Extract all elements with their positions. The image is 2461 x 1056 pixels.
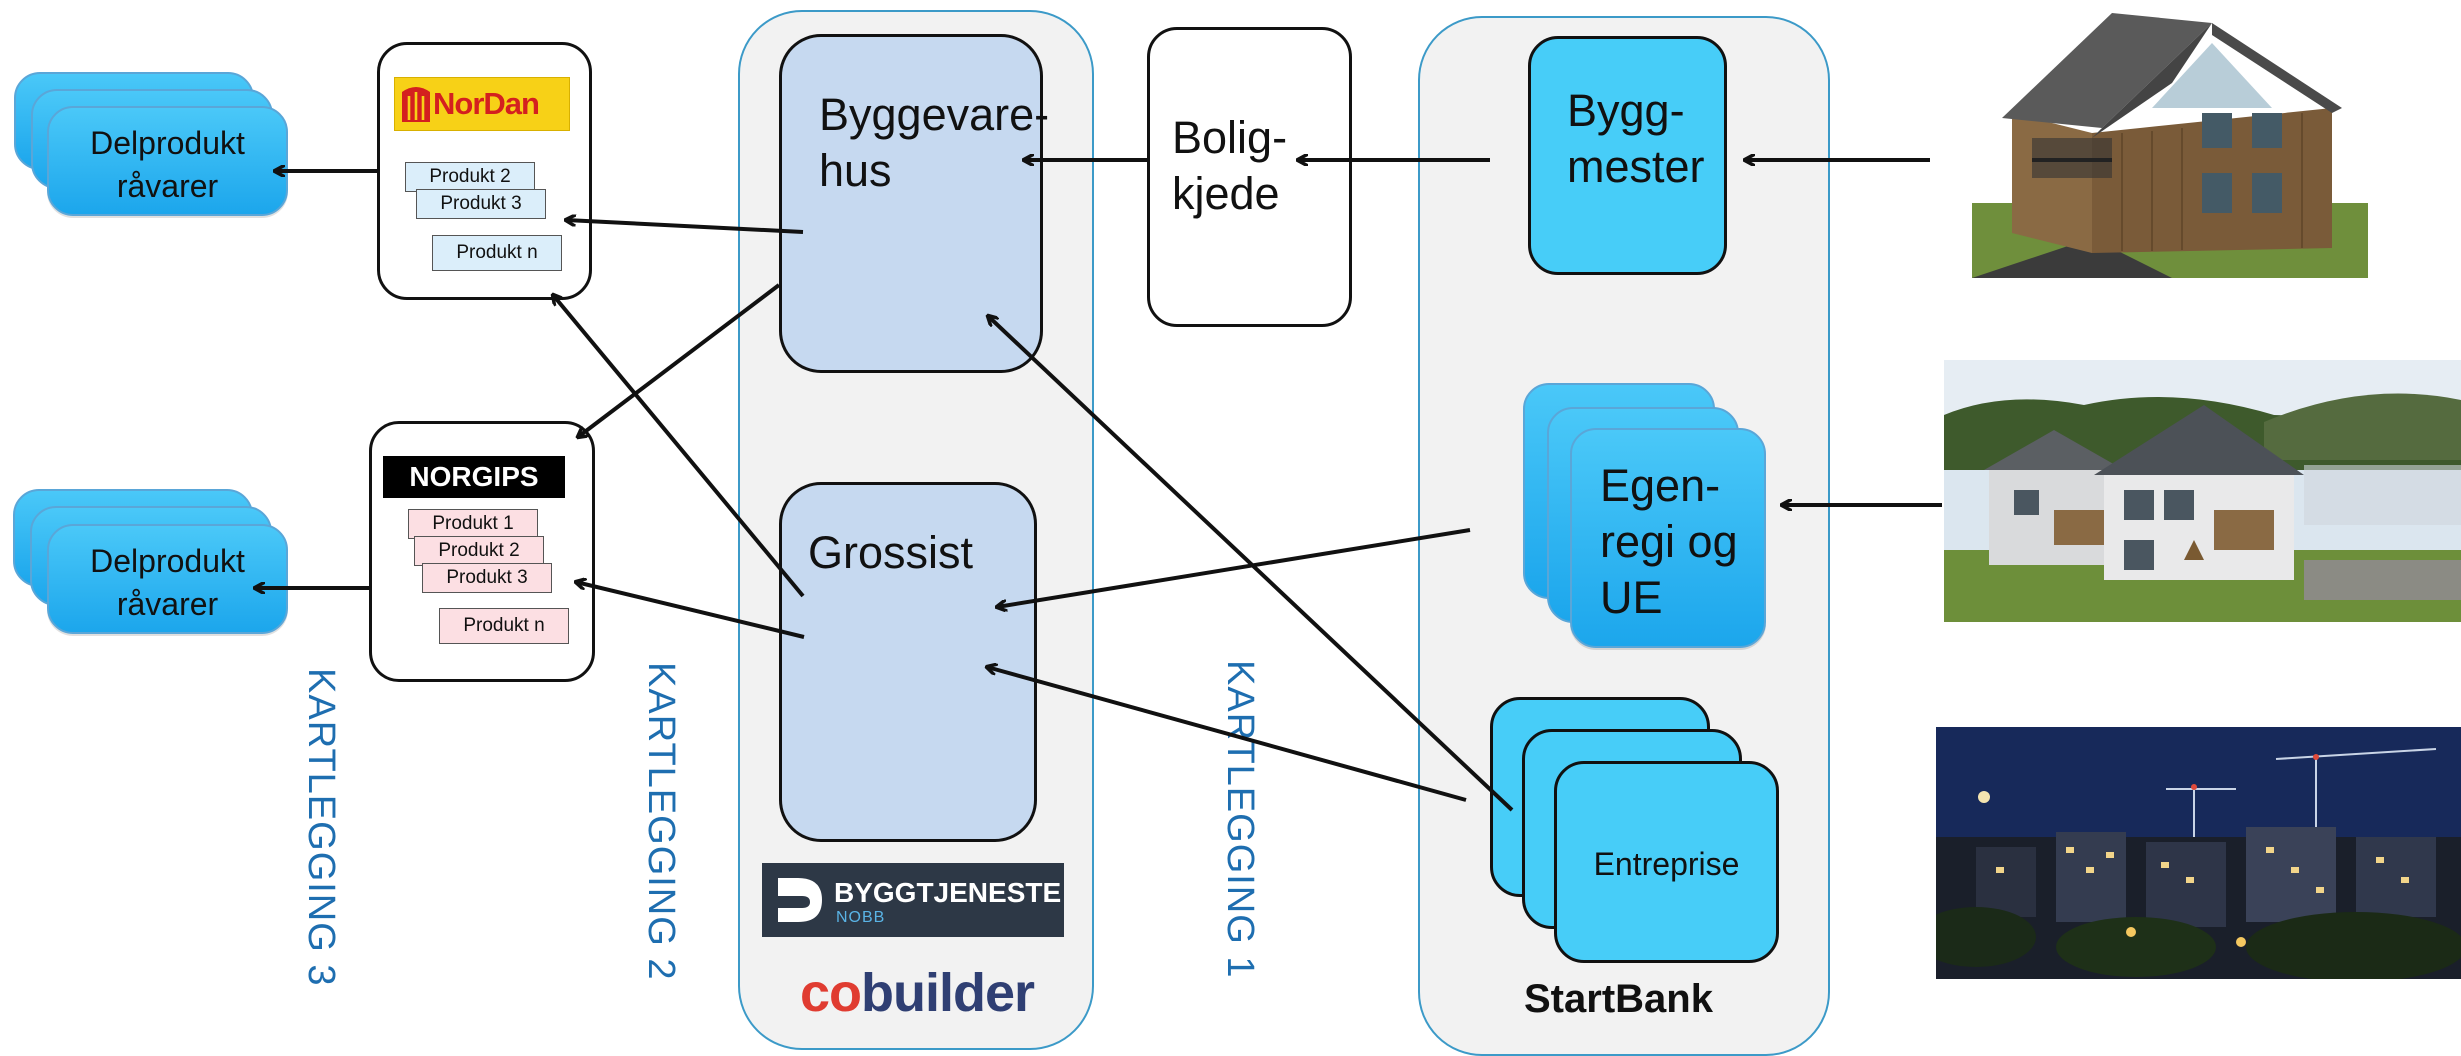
delprodukt-bottom-card-front: Delprodukt råvarer bbox=[47, 524, 288, 634]
egenregi-card-front: Egen- regi og UE bbox=[1570, 428, 1766, 648]
byggevarehus-label-line2: hus bbox=[819, 144, 892, 196]
byggtjeneste-mark-icon bbox=[778, 878, 822, 922]
house-render-photo bbox=[1972, 13, 2368, 278]
egenregi-label-line2: regi og bbox=[1600, 515, 1738, 567]
cobuilder-logo-co: co bbox=[800, 963, 862, 1023]
night-city-icon bbox=[1936, 727, 2461, 979]
row-houses-photo bbox=[1944, 360, 2461, 622]
byggtjeneste-logo: BYGGTJENESTE NOBB bbox=[762, 863, 1064, 937]
startbank-title: StartBank bbox=[1524, 977, 1713, 1021]
egenregi-label-line3: UE bbox=[1600, 571, 1663, 623]
norgips-product-3: Produkt 3 bbox=[422, 563, 552, 593]
night-construction-photo bbox=[1936, 727, 2461, 979]
byggtjeneste-text: BYGGTJENESTE bbox=[834, 877, 1062, 908]
kartlegging-1-label: KARTLEGGING 1 bbox=[1219, 660, 1261, 979]
egenregi-label-line1: Egen- bbox=[1600, 460, 1721, 511]
nordan-product-3: Produkt 3 bbox=[416, 189, 546, 219]
delprodukt-bottom-line1: Delprodukt bbox=[90, 543, 245, 579]
nordan-logo: NorDan bbox=[394, 77, 570, 131]
byggevarehus-box: Byggevare- hus bbox=[779, 34, 1049, 373]
boligkjede-label-line2: kjede bbox=[1172, 167, 1280, 219]
delprodukt-bottom-line2: råvarer bbox=[116, 586, 219, 623]
nordan-box: NorDan Produkt 2 Produkt 3 Produkt n bbox=[377, 42, 592, 300]
delprodukt-top-card-front: Delprodukt råvarer bbox=[47, 106, 288, 216]
norgips-product-1: Produkt 1 bbox=[408, 509, 538, 539]
norgips-box: NORGIPS Produkt 1 Produkt 2 Produkt 3 Pr… bbox=[369, 421, 595, 682]
nordan-window-icon bbox=[402, 87, 430, 122]
byggevarehus-label-line1: Byggevare- bbox=[819, 89, 1050, 140]
boligkjede-label-line1: Bolig- bbox=[1172, 112, 1288, 163]
delprodukt-top-label: Delprodukt råvarer bbox=[49, 122, 286, 208]
timber-house-icon bbox=[1972, 13, 2368, 278]
nordan-product-n: Produkt n bbox=[432, 235, 562, 271]
grossist-box: Grossist bbox=[779, 482, 1037, 842]
byggmester-box: Bygg- mester bbox=[1528, 36, 1727, 275]
cobuilder-logo-builder: builder bbox=[861, 963, 1035, 1023]
norgips-logo: NORGIPS bbox=[383, 456, 565, 498]
byggtjeneste-sub: NOBB bbox=[836, 909, 886, 926]
row-houses-icon bbox=[1944, 360, 2461, 622]
delprodukt-bottom-label: Delprodukt råvarer bbox=[49, 540, 286, 626]
nordan-logo-text: NorDan bbox=[433, 86, 540, 121]
entreprise-card-front: Entreprise bbox=[1554, 761, 1779, 963]
boligkjede-box: Bolig- kjede bbox=[1147, 27, 1352, 327]
kartlegging-3-label: KARTLEGGING 3 bbox=[300, 668, 342, 987]
delprodukt-top-line1: Delprodukt bbox=[90, 125, 245, 161]
cobuilder-logo: cobuilder bbox=[800, 962, 1035, 1024]
entreprise-label: Entreprise bbox=[1593, 846, 1740, 882]
norgips-product-n: Produkt n bbox=[439, 608, 569, 644]
byggmester-label-line2: mester bbox=[1567, 140, 1705, 192]
grossist-label: Grossist bbox=[808, 527, 974, 578]
byggmester-label-line1: Bygg- bbox=[1567, 85, 1685, 136]
delprodukt-top-line2: råvarer bbox=[116, 168, 219, 205]
kartlegging-2-label: KARTLEGGING 2 bbox=[640, 662, 682, 981]
norgips-logo-text: NORGIPS bbox=[409, 461, 539, 492]
norgips-product-2: Produkt 2 bbox=[414, 536, 544, 566]
nordan-product-2: Produkt 2 bbox=[405, 162, 535, 192]
